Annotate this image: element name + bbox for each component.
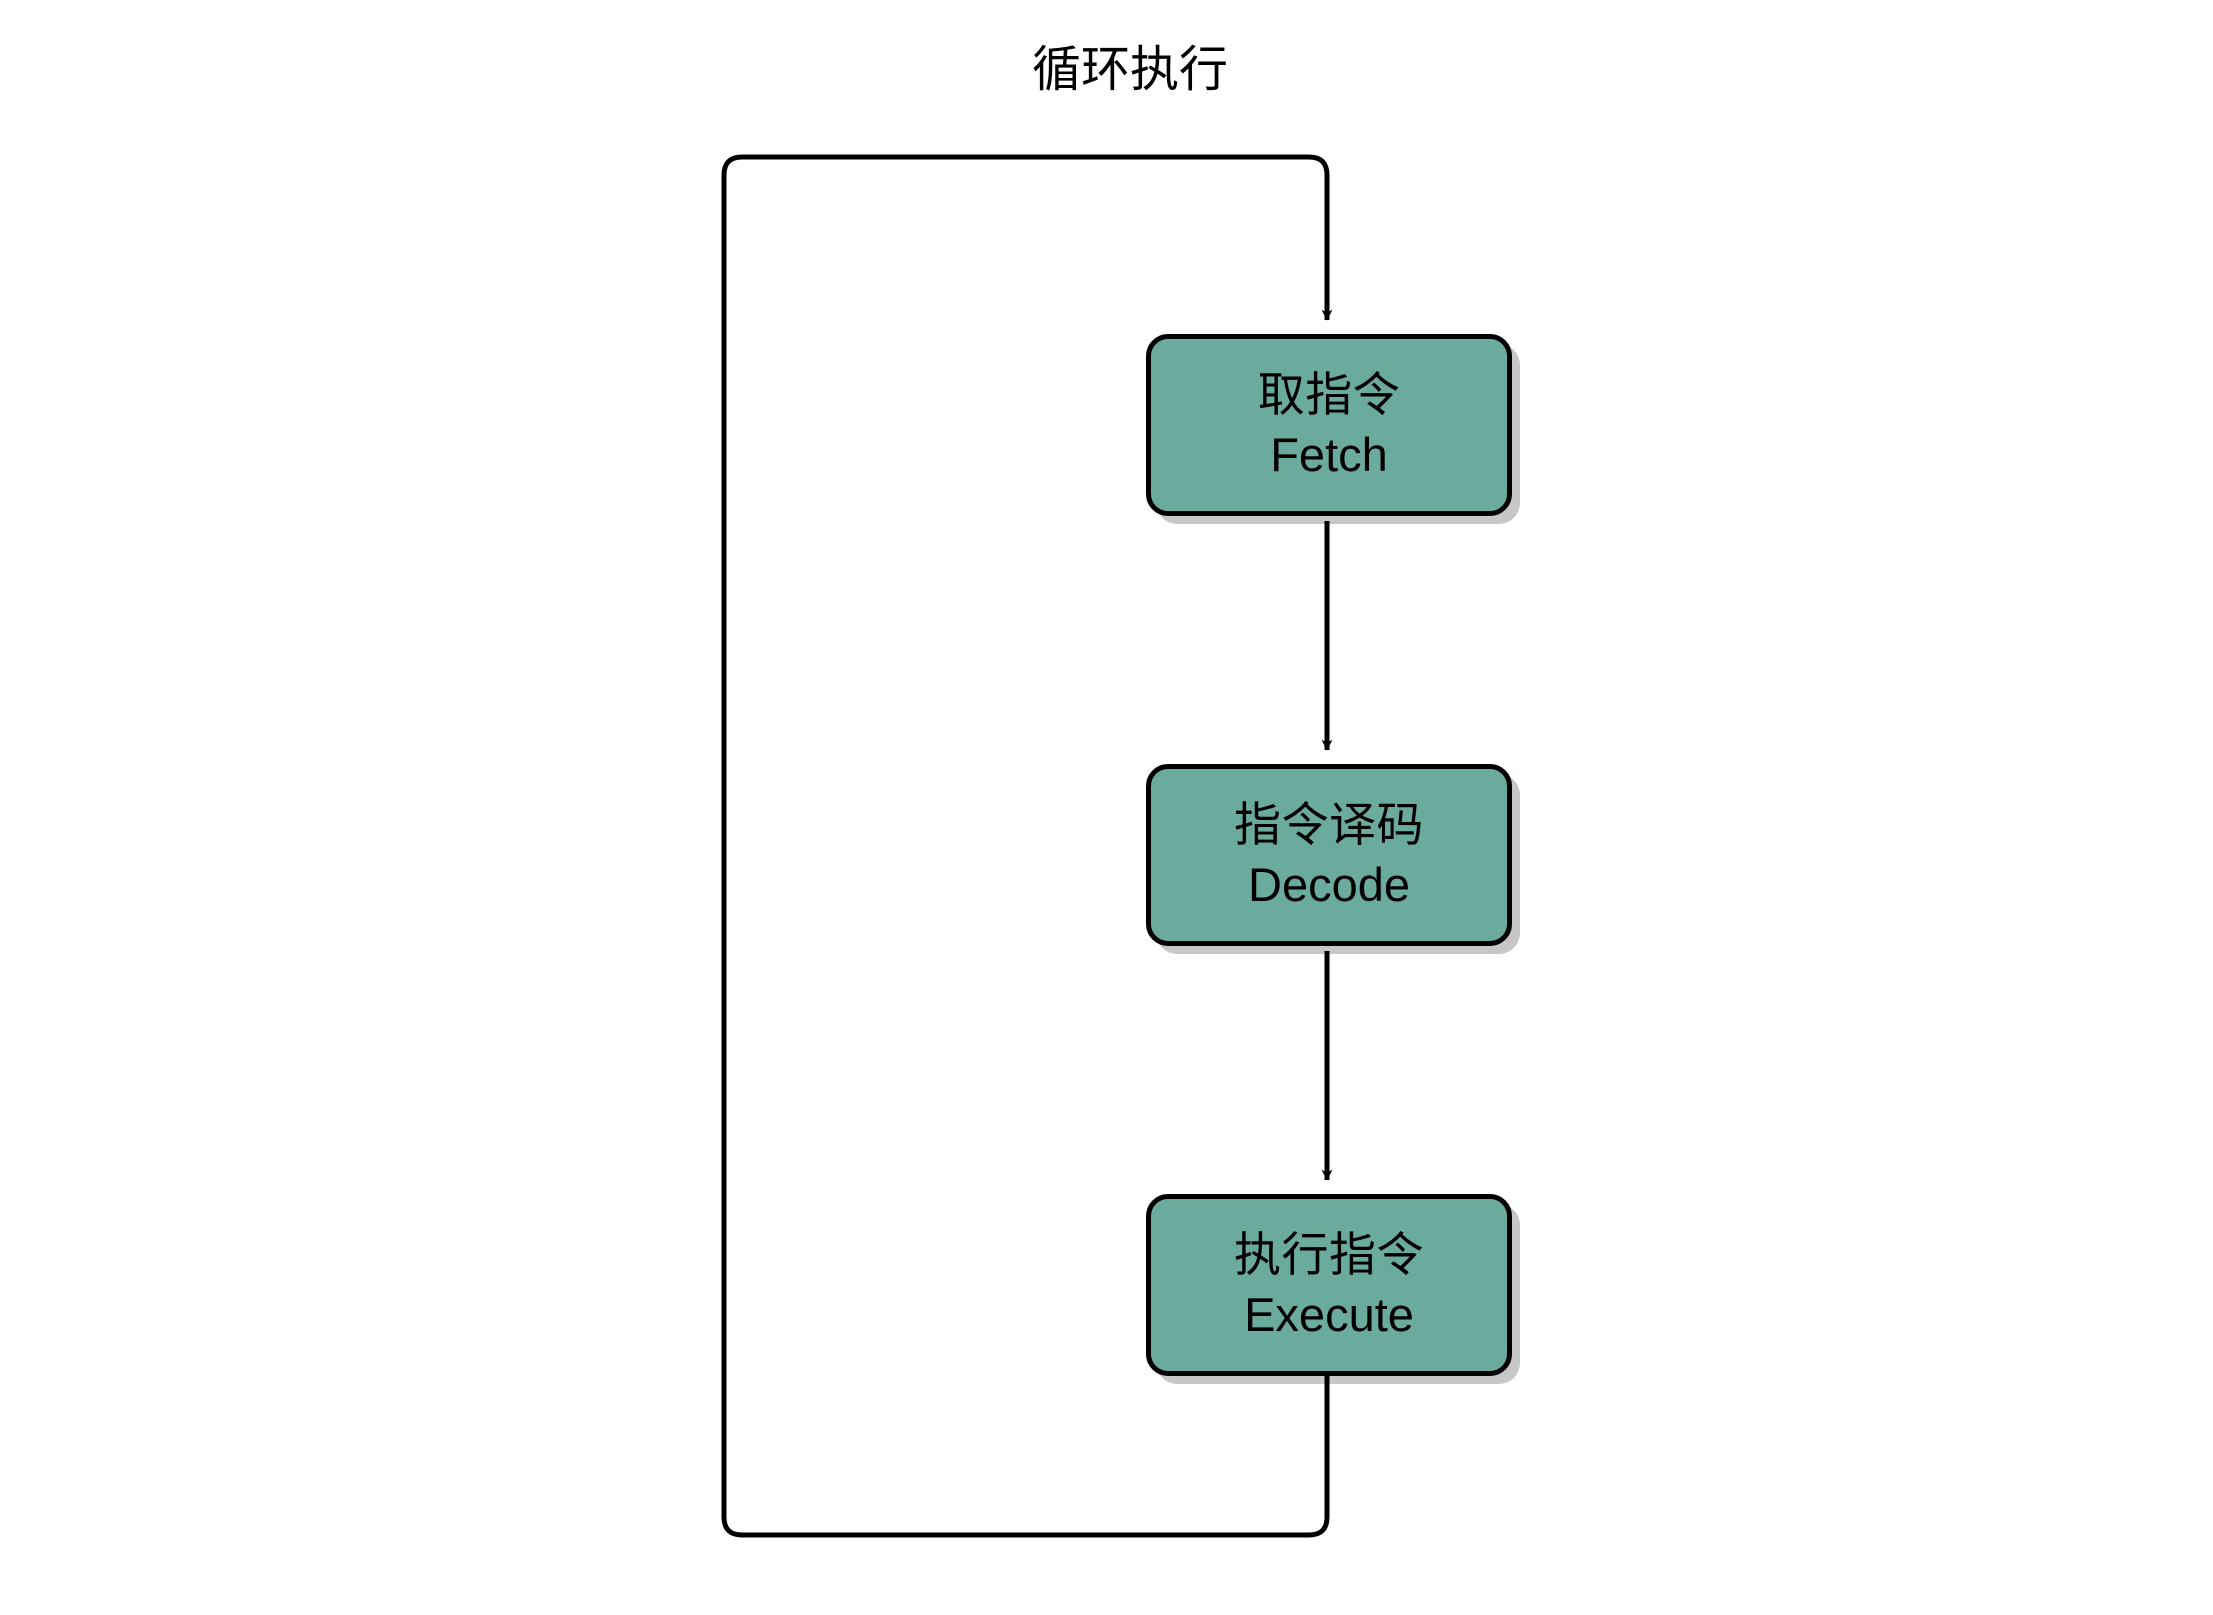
node-execute-label-cn: 执行指令: [1234, 1227, 1424, 1281]
node-fetch-label-en: Fetch: [1270, 428, 1388, 481]
connector-loop-back: [721, 154, 1333, 1538]
node-decode[interactable]: 指令译码 Decode: [1146, 764, 1512, 946]
node-fetch-label-cn: 取指令: [1257, 367, 1401, 421]
node-decode-label-en: Decode: [1248, 858, 1410, 911]
node-execute[interactable]: 执行指令 Execute: [1146, 1194, 1512, 1376]
node-fetch[interactable]: 取指令 Fetch: [1146, 334, 1512, 516]
node-execute-label-en: Execute: [1244, 1288, 1414, 1341]
node-decode-label-cn: 指令译码: [1234, 797, 1424, 851]
loop-back-label: 循环执行: [1031, 43, 1228, 97]
